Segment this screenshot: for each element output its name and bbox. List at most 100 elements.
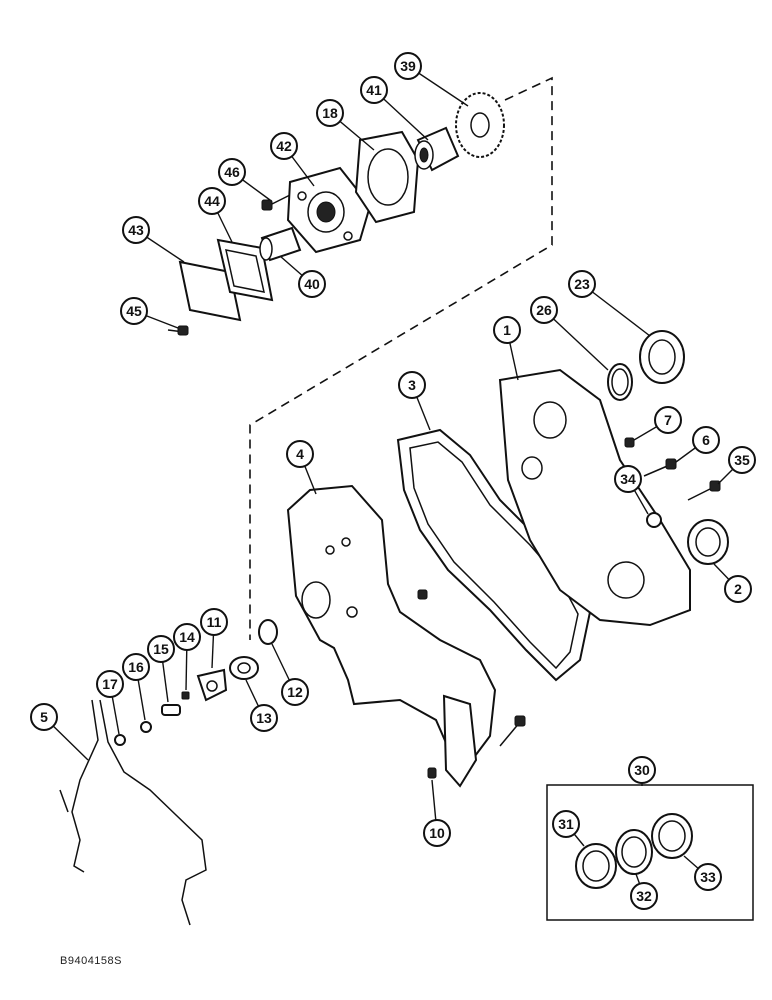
callout-17: 17: [96, 670, 124, 735]
callout-number-2: 2: [734, 581, 742, 597]
callout-41: 41: [360, 76, 429, 141]
callout-circle-15: [147, 635, 175, 663]
seal-33: [651, 813, 693, 859]
gear-housing-gasket: [59, 699, 207, 926]
callout-circle-45: [120, 297, 148, 325]
callout-number-11: 11: [207, 614, 222, 630]
callout-circle-39: [394, 52, 422, 80]
callout-number-32: 32: [636, 888, 652, 904]
callout-circle-11: [200, 608, 228, 636]
callout-44: 44: [198, 187, 233, 243]
ring-12: [258, 619, 278, 645]
callout-23: 23: [568, 270, 651, 337]
callout-number-42: 42: [276, 138, 292, 154]
fitting-14: [181, 691, 190, 700]
bolt-6-upper: [643, 458, 677, 477]
ring-26: [607, 363, 633, 401]
leader-line-26: [543, 309, 609, 371]
gear-housing: [286, 484, 497, 788]
callout-number-13: 13: [256, 710, 272, 726]
callout-circle-12: [281, 678, 309, 706]
callout-circle-10: [423, 819, 451, 847]
callout-3: 3: [398, 371, 431, 431]
callout-10: 10: [423, 779, 451, 847]
callout-30: 30: [628, 756, 656, 786]
callout-circle-17: [96, 670, 124, 698]
callout-32: 32: [630, 873, 658, 910]
bearing: [414, 126, 460, 172]
callout-number-6: 6: [702, 432, 710, 448]
bolt-7-lower: [417, 589, 428, 600]
callout-number-10: 10: [429, 825, 445, 841]
reference-code: B9404158S: [60, 955, 122, 967]
callout-number-45: 45: [126, 303, 142, 319]
callout-circle-3: [398, 371, 426, 399]
bolt-46: [261, 194, 291, 211]
callout-34: 34: [614, 465, 649, 515]
callout-43: 43: [122, 216, 185, 263]
callout-11: 11: [200, 608, 228, 669]
callout-2: 2: [713, 563, 752, 603]
callout-number-16: 16: [128, 659, 144, 675]
callout-14: 14: [173, 623, 201, 691]
callout-number-5: 5: [40, 709, 48, 725]
callout-1: 1: [493, 316, 521, 381]
callout-circle-34: [614, 465, 642, 493]
dowel-10: [427, 767, 437, 779]
callout-number-40: 40: [304, 276, 320, 292]
callout-circle-32: [630, 882, 658, 910]
callout-number-26: 26: [536, 302, 552, 318]
pump-housing: [286, 166, 372, 254]
callout-number-39: 39: [400, 58, 416, 74]
callout-15: 15: [147, 635, 175, 703]
callout-circle-30: [628, 756, 656, 784]
callout-number-7: 7: [664, 412, 672, 428]
seal-kit-box: [546, 784, 754, 921]
callout-5: 5: [30, 703, 89, 761]
front-cover: [498, 368, 691, 627]
callout-circle-18: [316, 99, 344, 127]
callout-7: 7: [633, 406, 682, 441]
nut-34: [646, 512, 662, 528]
callout-number-43: 43: [128, 222, 144, 238]
o-ring-16: [140, 721, 152, 733]
callout-circle-33: [694, 863, 722, 891]
callout-circle-43: [122, 216, 150, 244]
callout-42: 42: [270, 132, 315, 187]
callout-circle-1: [493, 316, 521, 344]
fitting-15: [161, 704, 181, 716]
callout-31: 31: [552, 810, 585, 847]
callout-39: 39: [394, 52, 469, 107]
callout-13: 13: [245, 679, 278, 732]
seal-23: [639, 330, 685, 384]
callout-number-12: 12: [287, 684, 303, 700]
callout-number-14: 14: [179, 629, 195, 645]
callout-12: 12: [271, 643, 309, 706]
callout-circle-6: [692, 426, 720, 454]
callout-number-15: 15: [153, 641, 169, 657]
callout-16: 16: [122, 653, 150, 721]
callout-18: 18: [316, 99, 375, 151]
housing-gasket: [354, 130, 420, 224]
callout-circle-35: [728, 446, 756, 474]
callout-26: 26: [530, 296, 609, 371]
callout-circle-46: [218, 158, 246, 186]
callout-circle-7: [654, 406, 682, 434]
leader-line-23: [581, 283, 651, 337]
callout-number-1: 1: [503, 322, 511, 338]
bolt-35: [687, 480, 721, 501]
callout-circle-26: [530, 296, 558, 324]
callout-46: 46: [218, 158, 271, 201]
callout-circle-42: [270, 132, 298, 160]
adapter-11: [196, 668, 228, 702]
callout-35: 35: [717, 446, 756, 485]
callout-circle-44: [198, 187, 226, 215]
callout-circle-13: [250, 704, 278, 732]
callout-number-23: 23: [574, 276, 590, 292]
callout-layer: 3941184246444340452326137635344211141516…: [30, 52, 756, 910]
callout-number-30: 30: [634, 762, 650, 778]
bolt-6-lower: [499, 715, 526, 747]
callout-circle-4: [286, 440, 314, 468]
callout-number-34: 34: [620, 471, 636, 487]
